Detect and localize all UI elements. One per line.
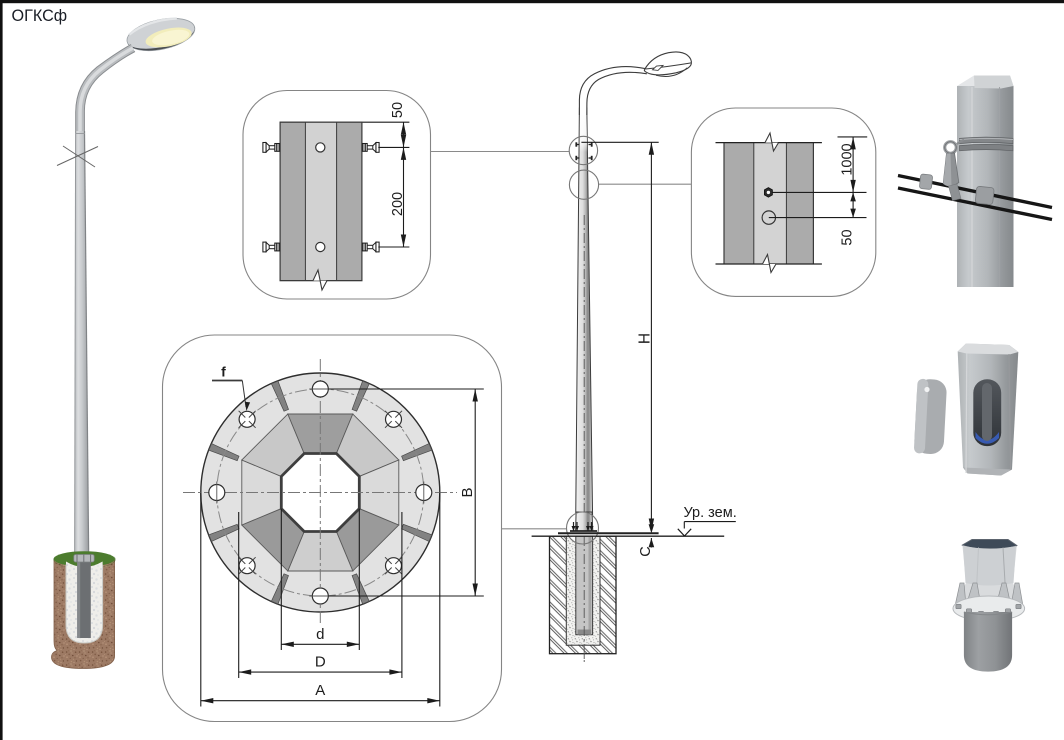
svg-text:B: B: [459, 487, 476, 497]
svg-text:Ур. зем.: Ур. зем.: [684, 505, 737, 521]
svg-text:H: H: [637, 333, 654, 344]
svg-text:ОГКСф: ОГКСф: [12, 7, 68, 25]
svg-text:d: d: [316, 626, 324, 643]
svg-text:D: D: [315, 654, 326, 671]
svg-text:50: 50: [390, 102, 406, 118]
svg-text:50: 50: [840, 229, 856, 245]
svg-text:C: C: [638, 546, 654, 556]
svg-text:1000: 1000: [840, 143, 856, 175]
svg-text:200: 200: [390, 192, 406, 216]
svg-text:A: A: [315, 682, 325, 699]
svg-text:f: f: [221, 364, 226, 380]
